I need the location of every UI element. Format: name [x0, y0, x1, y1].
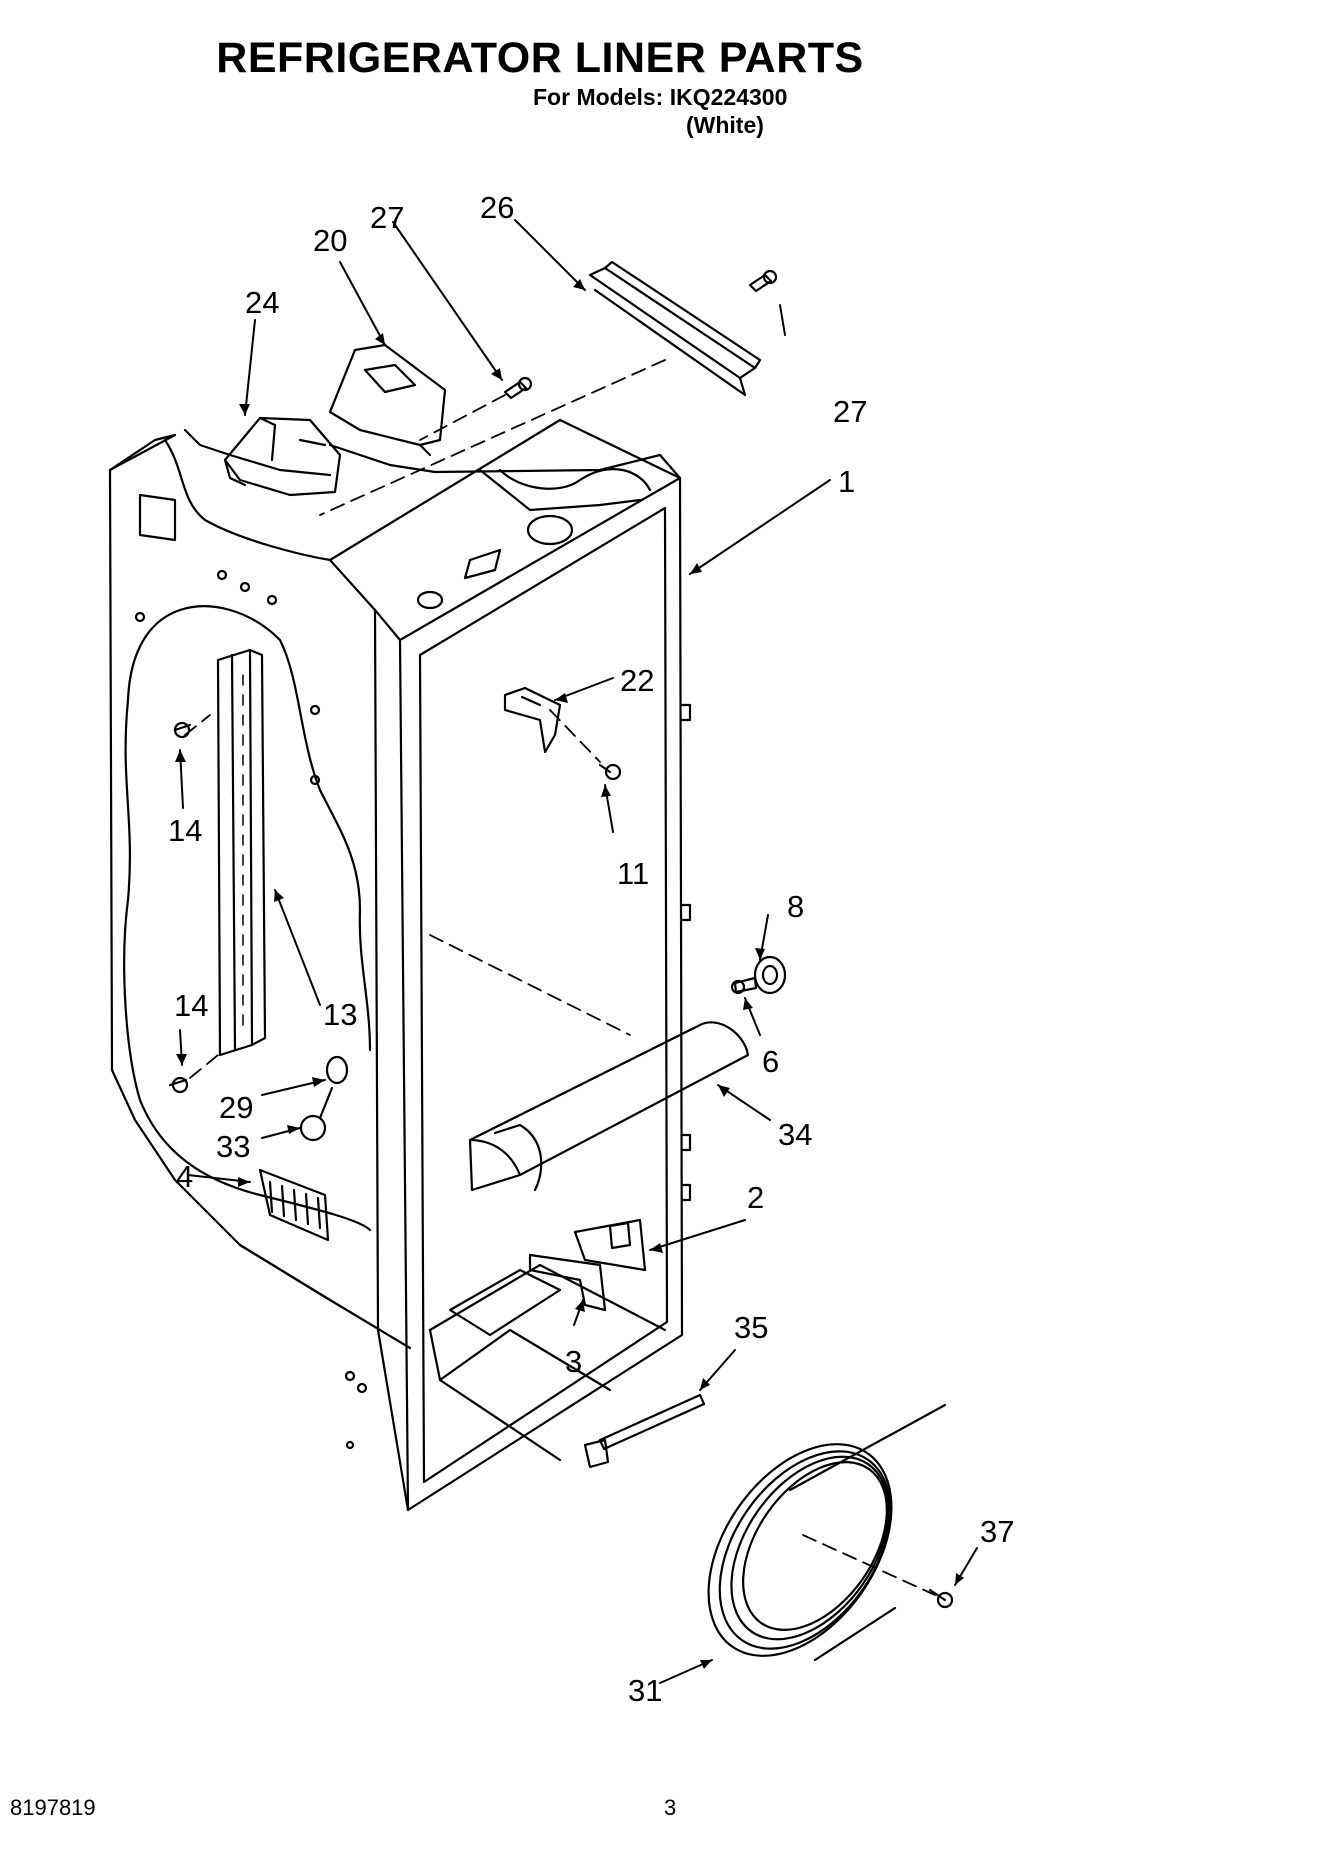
- screw-part-27-right: [748, 269, 778, 293]
- bulb-part-33: [299, 1086, 334, 1142]
- callout-27-left: 27: [370, 200, 404, 235]
- callout-34: 34: [778, 1117, 812, 1152]
- callout-13: 13: [323, 997, 357, 1032]
- callout-29: 29: [219, 1090, 253, 1125]
- screw-part-37: [928, 1588, 954, 1609]
- callout-22: 22: [620, 663, 654, 698]
- screw-part-14-lower: [168, 1076, 189, 1094]
- models-subtitle: For Models: IKQ224300: [533, 84, 788, 110]
- tubing-part-31: [707, 1403, 947, 1662]
- callout-31: 31: [628, 1673, 662, 1708]
- screw-part-11: [598, 763, 622, 781]
- callout-11: 11: [617, 856, 649, 891]
- callout-20: 20: [313, 223, 347, 258]
- housing-part-24: [223, 416, 342, 497]
- page-title: REFRIGERATOR LINER PARTS: [216, 34, 864, 82]
- callout-3: 3: [565, 1344, 582, 1379]
- bracket-part-20: [328, 343, 447, 457]
- callout-8: 8: [787, 889, 804, 924]
- vent-part-4: [258, 1168, 330, 1242]
- callout-1: 1: [838, 464, 855, 499]
- callout-27-right: 27: [833, 394, 867, 429]
- callout-4: 4: [176, 1159, 193, 1194]
- bumper-part-8: [753, 955, 787, 995]
- shelf-rail-part-13: [216, 648, 267, 1057]
- callout-37: 37: [980, 1514, 1014, 1549]
- socket-part-29: [325, 1055, 349, 1085]
- callout-35: 35: [734, 1310, 768, 1345]
- bracket-part-22: [503, 686, 562, 754]
- callout-6: 6: [762, 1044, 779, 1079]
- trim-part-26: [588, 260, 762, 397]
- bracket-part-3: [528, 1253, 607, 1312]
- cover-part-34: [468, 1021, 750, 1192]
- callout-26: 26: [480, 190, 514, 225]
- bracket-part-2: [573, 1218, 647, 1272]
- cable-tie-part-35: [583, 1393, 706, 1469]
- callout-33: 33: [216, 1129, 250, 1164]
- callout-24: 24: [245, 285, 279, 320]
- color-subtitle: (White): [686, 112, 764, 138]
- callout-14-lower: 14: [174, 988, 208, 1023]
- liner-body: [108, 418, 692, 1512]
- part-number: 8197819: [10, 1795, 96, 1820]
- callout-2: 2: [747, 1180, 764, 1215]
- screw-part-6: [730, 976, 758, 995]
- callout-14-upper: 14: [168, 813, 202, 848]
- screw-part-27-left: [503, 376, 533, 400]
- screw-part-14-upper: [173, 721, 192, 739]
- page-number: 3: [664, 1795, 677, 1820]
